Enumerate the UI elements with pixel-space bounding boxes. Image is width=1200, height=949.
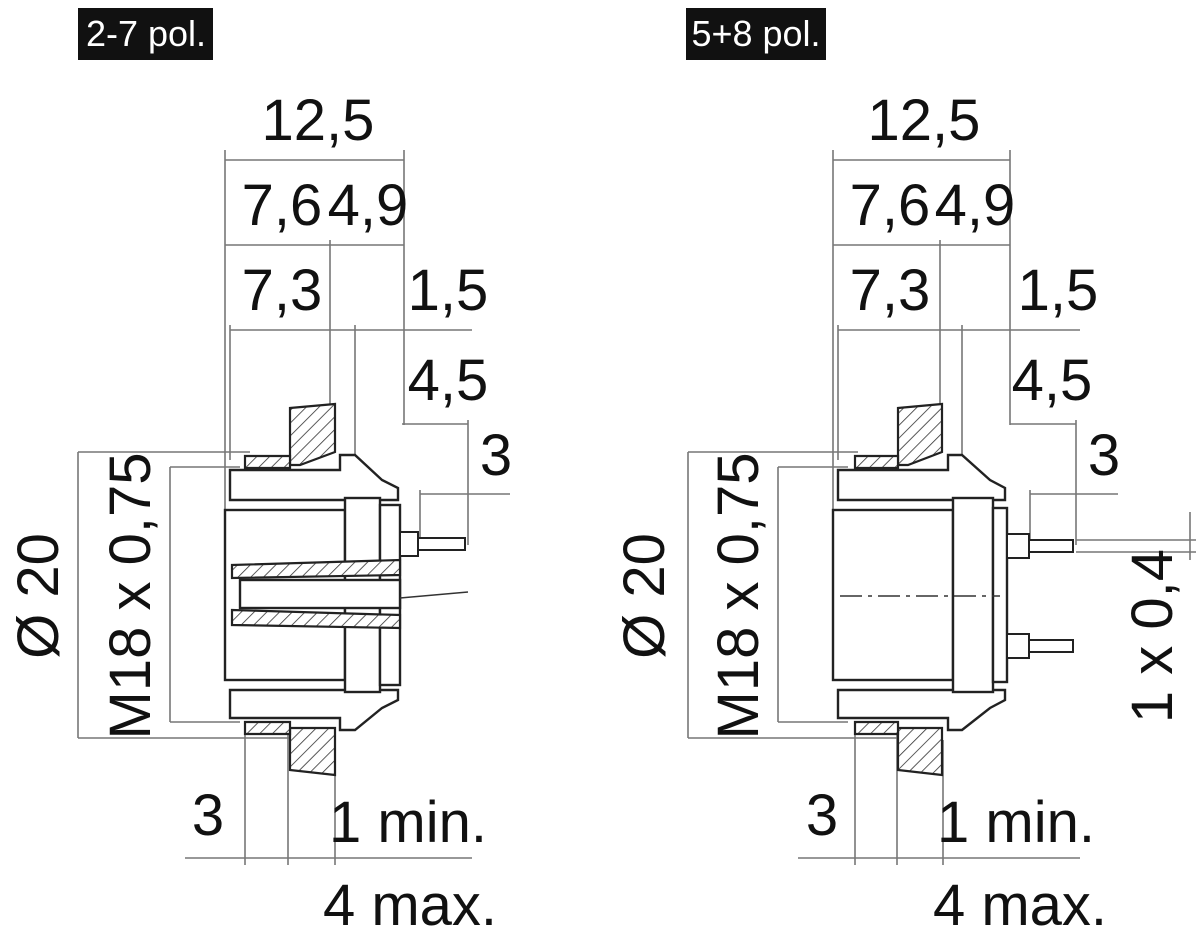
dim-label-pin-diameter: 1 x 0,4 <box>1120 549 1185 723</box>
dim-label-thread: M18 x 0,75 <box>98 453 163 740</box>
dim-label-pin-length: 3 <box>1088 423 1120 488</box>
dim-label-flange: 1,5 <box>408 258 489 323</box>
dim-label-front: 7,6 <box>242 173 323 238</box>
solder-pin-upper-base <box>1006 533 1030 559</box>
dim-label-thread-length: 7,3 <box>850 258 931 323</box>
dim-label-front: 7,6 <box>850 173 931 238</box>
panel-section-top <box>896 402 944 467</box>
panel-section-bottom <box>288 726 337 777</box>
thread-section-upper <box>230 558 402 580</box>
solder-pin-lower-base <box>1006 633 1030 659</box>
housing-lower <box>836 688 1007 732</box>
variant-2-7-pol: 2-7 pol. <box>6 8 512 938</box>
dim-label-diameter: Ø 20 <box>6 533 71 659</box>
nut-bottom <box>853 720 900 736</box>
nut-bottom <box>243 720 292 736</box>
dim-label-thread: M18 x 0,75 <box>706 453 771 740</box>
socket-contact <box>238 578 402 610</box>
dim-label-pin-length: 3 <box>480 423 512 488</box>
panel-section-bottom <box>896 726 944 777</box>
dim-label-overall: 12,5 <box>262 88 375 153</box>
solder-pin-tail <box>399 591 469 599</box>
nut-top <box>243 454 292 470</box>
badge-background <box>78 8 213 60</box>
badge-background <box>686 8 826 60</box>
housing-lower <box>228 688 400 732</box>
dim-label-nut: 3 <box>806 783 838 848</box>
dim-label-overall: 12,5 <box>868 88 981 153</box>
housing-body <box>831 508 955 682</box>
housing-upper <box>836 453 1007 502</box>
dim-label-rear: 4,9 <box>328 173 409 238</box>
solder-pin-base <box>399 531 419 557</box>
dim-label-rear: 4,9 <box>935 173 1016 238</box>
variant-5-8-pol: 5+8 pol. <box>612 8 1196 938</box>
rear-insert <box>951 496 995 694</box>
badge-label: 5+8 pol. <box>691 13 820 54</box>
dim-label-nut: 3 <box>192 783 224 848</box>
panel-section-top <box>288 402 337 467</box>
thread-section-lower <box>230 608 402 630</box>
dim-label-flange: 1,5 <box>1018 258 1099 323</box>
dim-label-pin-offset: 4,5 <box>1012 348 1093 413</box>
badge-label: 2-7 pol. <box>86 13 206 54</box>
dim-label-pin-offset: 4,5 <box>408 348 489 413</box>
housing-upper <box>228 453 400 502</box>
dim-label-panel-max: 4 max. <box>323 873 497 938</box>
dim-label-diameter: Ø 20 <box>612 533 677 659</box>
dim-label-thread-length: 7,3 <box>242 258 323 323</box>
nut-top <box>853 454 900 470</box>
dim-label-panel-min: 1 min. <box>329 790 487 855</box>
dim-label-panel-min: 1 min. <box>937 790 1095 855</box>
dim-label-panel-max: 4 max. <box>933 873 1107 938</box>
contact-carrier <box>991 506 1009 684</box>
